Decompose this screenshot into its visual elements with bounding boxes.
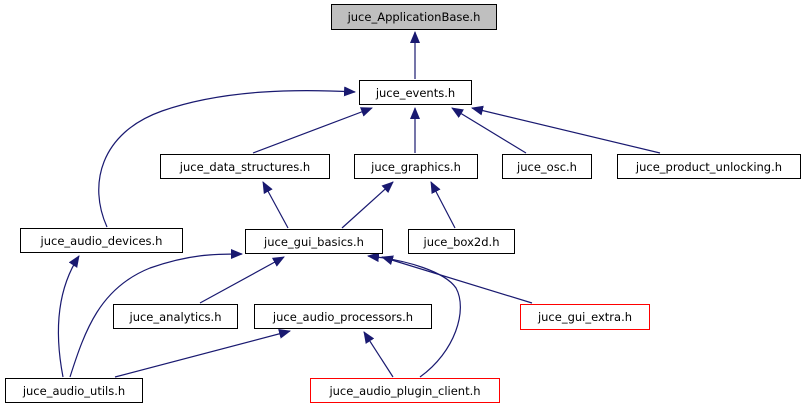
edge-gui_basics-to-data_structures [262, 181, 289, 229]
edge-gui_basics-to-graphics [341, 181, 394, 229]
node-box2d[interactable]: juce_box2d.h [408, 229, 515, 254]
edge-box2d-to-graphics [430, 181, 456, 229]
node-app_base[interactable]: juce_ApplicationBase.h [331, 4, 497, 30]
edge-plugin_client-to-audio_processors [363, 331, 394, 378]
node-events[interactable]: juce_events.h [359, 80, 472, 105]
node-audio_utils[interactable]: juce_audio_utils.h [5, 378, 143, 403]
node-graphics[interactable]: juce_graphics.h [354, 154, 478, 179]
edge-osc-to-events [451, 107, 527, 154]
node-osc[interactable]: juce_osc.h [502, 154, 592, 179]
edge-data_structures-to-events [252, 107, 373, 154]
node-gui_basics[interactable]: juce_gui_basics.h [245, 229, 383, 254]
node-audio_processors[interactable]: juce_audio_processors.h [254, 304, 432, 329]
edge-audio_utils-to-audio_processors [114, 328, 291, 378]
node-analytics[interactable]: juce_analytics.h [113, 304, 238, 329]
node-audio_devices[interactable]: juce_audio_devices.h [20, 228, 183, 253]
node-gui_extra[interactable]: juce_gui_extra.h [520, 304, 650, 330]
edge-audio_devices-to-events [98, 86, 356, 228]
edge-product_unlocking-to-events [471, 105, 661, 154]
node-plugin_client[interactable]: juce_audio_plugin_client.h [310, 378, 500, 403]
edge-audio_utils-to-audio_devices [57, 255, 80, 378]
node-product_unlocking[interactable]: juce_product_unlocking.h [617, 154, 801, 179]
edge-plugin_client-to-gui_basics [367, 252, 461, 378]
edge-gui_extra-to-gui_basics [381, 255, 533, 304]
node-data_structures[interactable]: juce_data_structures.h [160, 154, 330, 179]
edge-audio_utils-to-gui_basics [69, 249, 243, 378]
edge-analytics-to-gui_basics [199, 256, 285, 304]
